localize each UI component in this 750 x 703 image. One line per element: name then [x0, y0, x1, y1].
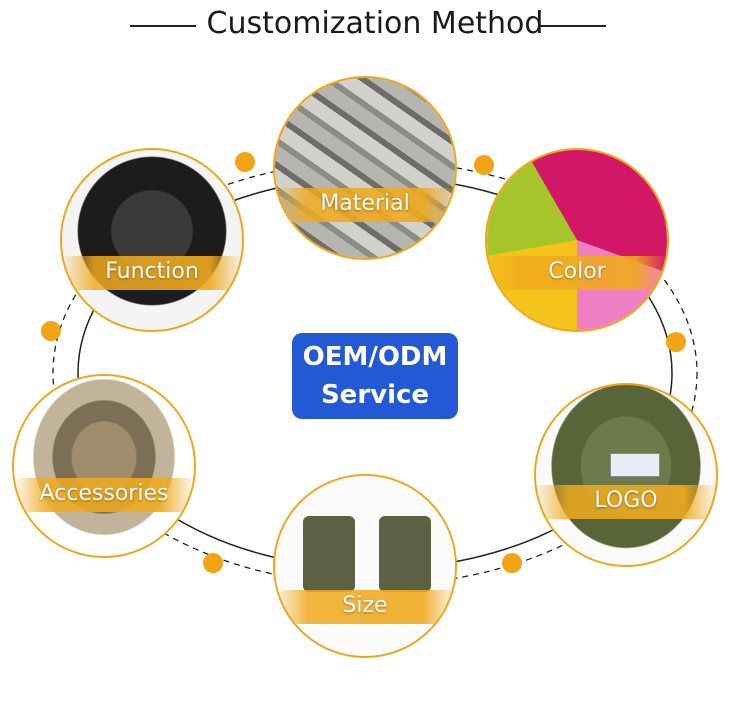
ring-dot [502, 553, 522, 573]
title-divider-right [540, 25, 606, 27]
accessories-image [14, 376, 194, 556]
material-band [275, 188, 455, 222]
title-divider-left [130, 25, 196, 27]
ring-dot [666, 332, 686, 352]
center-service-box: OEM/ODM Service [292, 333, 458, 419]
ring-dot [203, 553, 223, 573]
accessories-band [14, 478, 194, 512]
function-band [62, 256, 242, 290]
item-function[interactable]: Function [60, 148, 244, 332]
vest-front-shape [303, 516, 355, 592]
header: Customization Method [0, 0, 750, 50]
ring-dot [41, 321, 61, 341]
item-material[interactable]: Material [273, 76, 457, 260]
size-band [275, 590, 455, 624]
item-color[interactable]: Color [485, 148, 669, 332]
item-logo[interactable]: LOGO [534, 383, 718, 567]
center-line-2: Service [320, 380, 430, 410]
color-image [487, 150, 667, 330]
material-image [275, 78, 455, 258]
page-title: Customization Method [206, 6, 544, 41]
material-label: Material [320, 191, 410, 216]
center-line-1: OEM/ODM [302, 342, 448, 372]
function-label: Function [105, 259, 199, 284]
color-band [487, 256, 667, 290]
accessories-label: Accessories [39, 481, 169, 506]
item-accessories[interactable]: Accessories [12, 374, 196, 558]
item-size[interactable]: Size [273, 474, 457, 658]
logo-band [536, 485, 716, 519]
size-label: Size [342, 593, 388, 618]
vest-back-shape [379, 516, 431, 592]
logo-label: LOGO [594, 488, 658, 513]
function-image [62, 150, 242, 330]
color-label: Color [548, 259, 606, 284]
logo-patch [610, 453, 660, 477]
